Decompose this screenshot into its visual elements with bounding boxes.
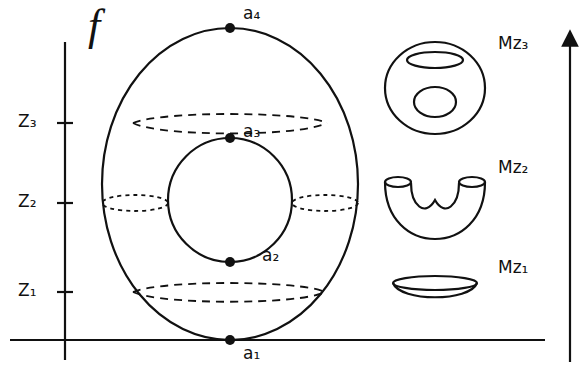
torus-outer (102, 28, 358, 340)
tick (57, 202, 73, 204)
level-label: Z₁ (18, 281, 36, 300)
height-arrow (569, 38, 571, 362)
critical-point (225, 335, 235, 345)
level-z3-back (133, 114, 327, 123)
critical-point (225, 257, 235, 267)
level-z3-front (133, 123, 327, 134)
critical-point-label: a₂ (262, 246, 279, 265)
level-z2-left (102, 195, 168, 211)
critical-point-label: a₄ (243, 4, 260, 23)
critical-point (225, 23, 235, 33)
sublevel-label: Mz₃ (498, 34, 528, 53)
sublevel-z3-hole (414, 87, 456, 117)
sublevel-z1-rim (393, 276, 477, 290)
level-z1-back (133, 283, 325, 292)
torus-hole (168, 138, 292, 262)
sublevel-z2-end (385, 177, 411, 187)
sublevel-z3 (385, 42, 485, 134)
sublevel-z3-opening (407, 52, 463, 68)
sublevel-label: Mz₁ (498, 258, 528, 277)
height-axis (64, 42, 66, 360)
tick (57, 291, 73, 293)
tick (57, 122, 73, 124)
level-label: Z₂ (18, 192, 36, 211)
sublevel-label: Mz₂ (498, 158, 528, 177)
sublevel-z2 (385, 182, 485, 239)
function-name: f (88, 2, 100, 50)
level-label: Z₃ (18, 112, 36, 131)
critical-point (225, 133, 235, 143)
ground-line (10, 339, 545, 341)
critical-point-label: a₁ (243, 344, 260, 363)
level-z1-front (133, 292, 325, 302)
sublevel-z1 (393, 283, 477, 297)
sublevel-z2-end (459, 177, 485, 187)
level-z2-right (292, 195, 358, 211)
critical-point-label: a₃ (243, 122, 260, 141)
sublevel-z2-inner (411, 183, 459, 208)
